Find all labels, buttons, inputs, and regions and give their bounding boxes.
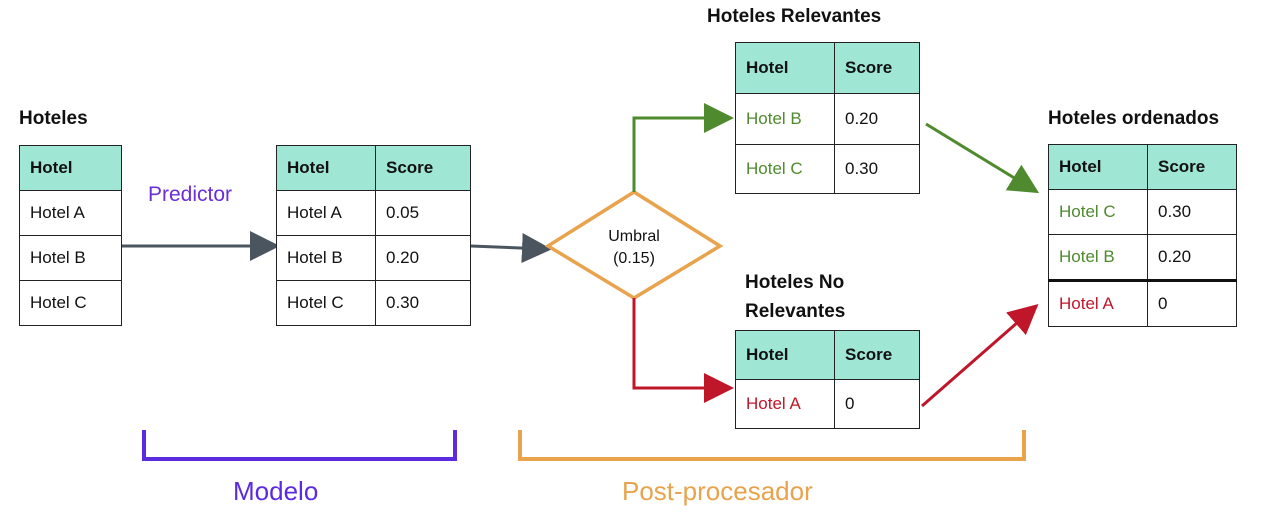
threshold-text: Umbral (0.15) [574,226,694,270]
column-header: Hotel [276,145,376,191]
not-relevant-branch-arrow [632,298,734,403]
model-bracket [142,430,457,461]
relevant-table-title: Hoteles Relevantes [707,6,882,27]
relevant-branch-arrow [632,103,734,192]
input-table-title: Hoteles [19,108,88,129]
column-header: Hotel [735,42,835,94]
predictor-label: Predictor [148,183,233,206]
postprocessor-bracket [518,430,1026,461]
column-header: Hotel [735,330,835,380]
ordered-table-title: Hoteles ordenados [1048,108,1220,129]
model-label: Modelo [233,476,319,506]
relevant-merge-arrow [925,122,1040,194]
threshold-label: Umbral [608,228,660,245]
to-threshold-arrow [470,233,552,264]
table-row: Hotel C [19,280,122,326]
table-row: Hotel B [19,235,122,281]
column-header: Score [375,145,471,191]
column-header: Hotel [19,145,122,191]
not-relevant-merge-arrow [921,304,1039,408]
threshold-value: (0.15) [613,250,655,267]
column-header: Hotel [1048,144,1148,190]
column-header: Score [1147,144,1237,190]
column-header: Score [834,330,920,380]
postprocessor-label: Post-procesador [622,476,813,506]
table-row: Hotel A [19,190,122,236]
column-header: Score [834,42,920,94]
not-relevant-table-title: Hoteles No Relevantes [745,272,846,322]
input-table: Hotel Hotel A Hotel B Hotel C [19,145,122,326]
